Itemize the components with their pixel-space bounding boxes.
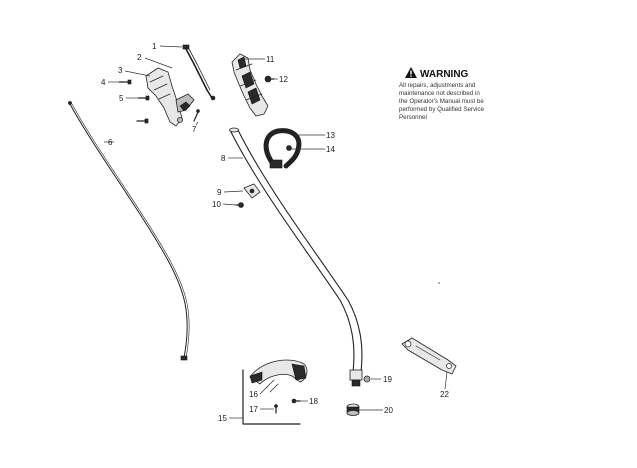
part-11-handle-housing xyxy=(231,53,269,117)
callout-11: 11 xyxy=(266,55,275,64)
part-19-nut xyxy=(363,375,371,383)
leader-lines xyxy=(104,45,448,419)
warning-line-1: All repairs, adjustments and xyxy=(399,82,476,89)
callout-numbers: 1 2 3 4 5 6 7 8 9 10 11 12 13 14 15 16 1… xyxy=(101,42,449,423)
part-22-wrench xyxy=(401,337,457,375)
part-10-bolt xyxy=(235,202,244,208)
callout-1: 1 xyxy=(152,42,157,51)
callout-16: 16 xyxy=(249,390,258,399)
callout-19: 19 xyxy=(383,375,392,384)
callout-17: 17 xyxy=(249,405,258,414)
callout-10: 10 xyxy=(212,200,221,209)
callout-7: 7 xyxy=(192,125,197,134)
part-15-guard-assembly-bracket xyxy=(242,369,301,425)
warning-note: WARNING All repairs, adjustments and mai… xyxy=(399,67,485,121)
callout-4: 4 xyxy=(101,78,106,87)
warning-triangle-icon xyxy=(405,67,417,78)
part-1-throttle-cable xyxy=(182,44,216,101)
callout-6: 6 xyxy=(108,138,113,147)
part-13-assist-handle xyxy=(263,128,302,169)
callout-3: 3 xyxy=(118,66,123,75)
part-18-screw xyxy=(291,398,301,404)
callout-20: 20 xyxy=(384,406,393,415)
warning-line-2: maintenance not described in xyxy=(399,90,480,97)
callout-9: 9 xyxy=(217,188,222,197)
stray-dot xyxy=(438,282,440,284)
part-20-trimmer-head xyxy=(346,403,360,416)
part-14-knob xyxy=(286,145,292,151)
callout-14: 14 xyxy=(326,145,335,154)
part-3-throttle-housing xyxy=(145,67,195,127)
warning-line-4: performed by Qualified Service xyxy=(399,106,485,113)
warning-title: WARNING xyxy=(420,69,469,80)
callout-12: 12 xyxy=(279,75,288,84)
callout-13: 13 xyxy=(326,131,335,140)
part-4-screw xyxy=(118,79,132,85)
callout-15: 15 xyxy=(218,414,227,423)
callout-2: 2 xyxy=(137,53,142,62)
callout-22: 22 xyxy=(440,390,449,399)
part-6-drive-shaft xyxy=(68,101,190,361)
part-9-clamp xyxy=(243,183,261,199)
part-16-guard xyxy=(249,359,308,393)
callout-18: 18 xyxy=(309,397,318,406)
part-8-main-tube xyxy=(229,127,363,387)
warning-line-5: Personnel xyxy=(399,114,427,121)
callout-5: 5 xyxy=(119,94,124,103)
warning-line-3: the Operator's Manual must be xyxy=(399,98,484,105)
part-7-pin xyxy=(193,109,200,122)
part-17-screw xyxy=(274,404,278,414)
callout-8: 8 xyxy=(221,154,226,163)
part-5-screw xyxy=(136,95,150,124)
